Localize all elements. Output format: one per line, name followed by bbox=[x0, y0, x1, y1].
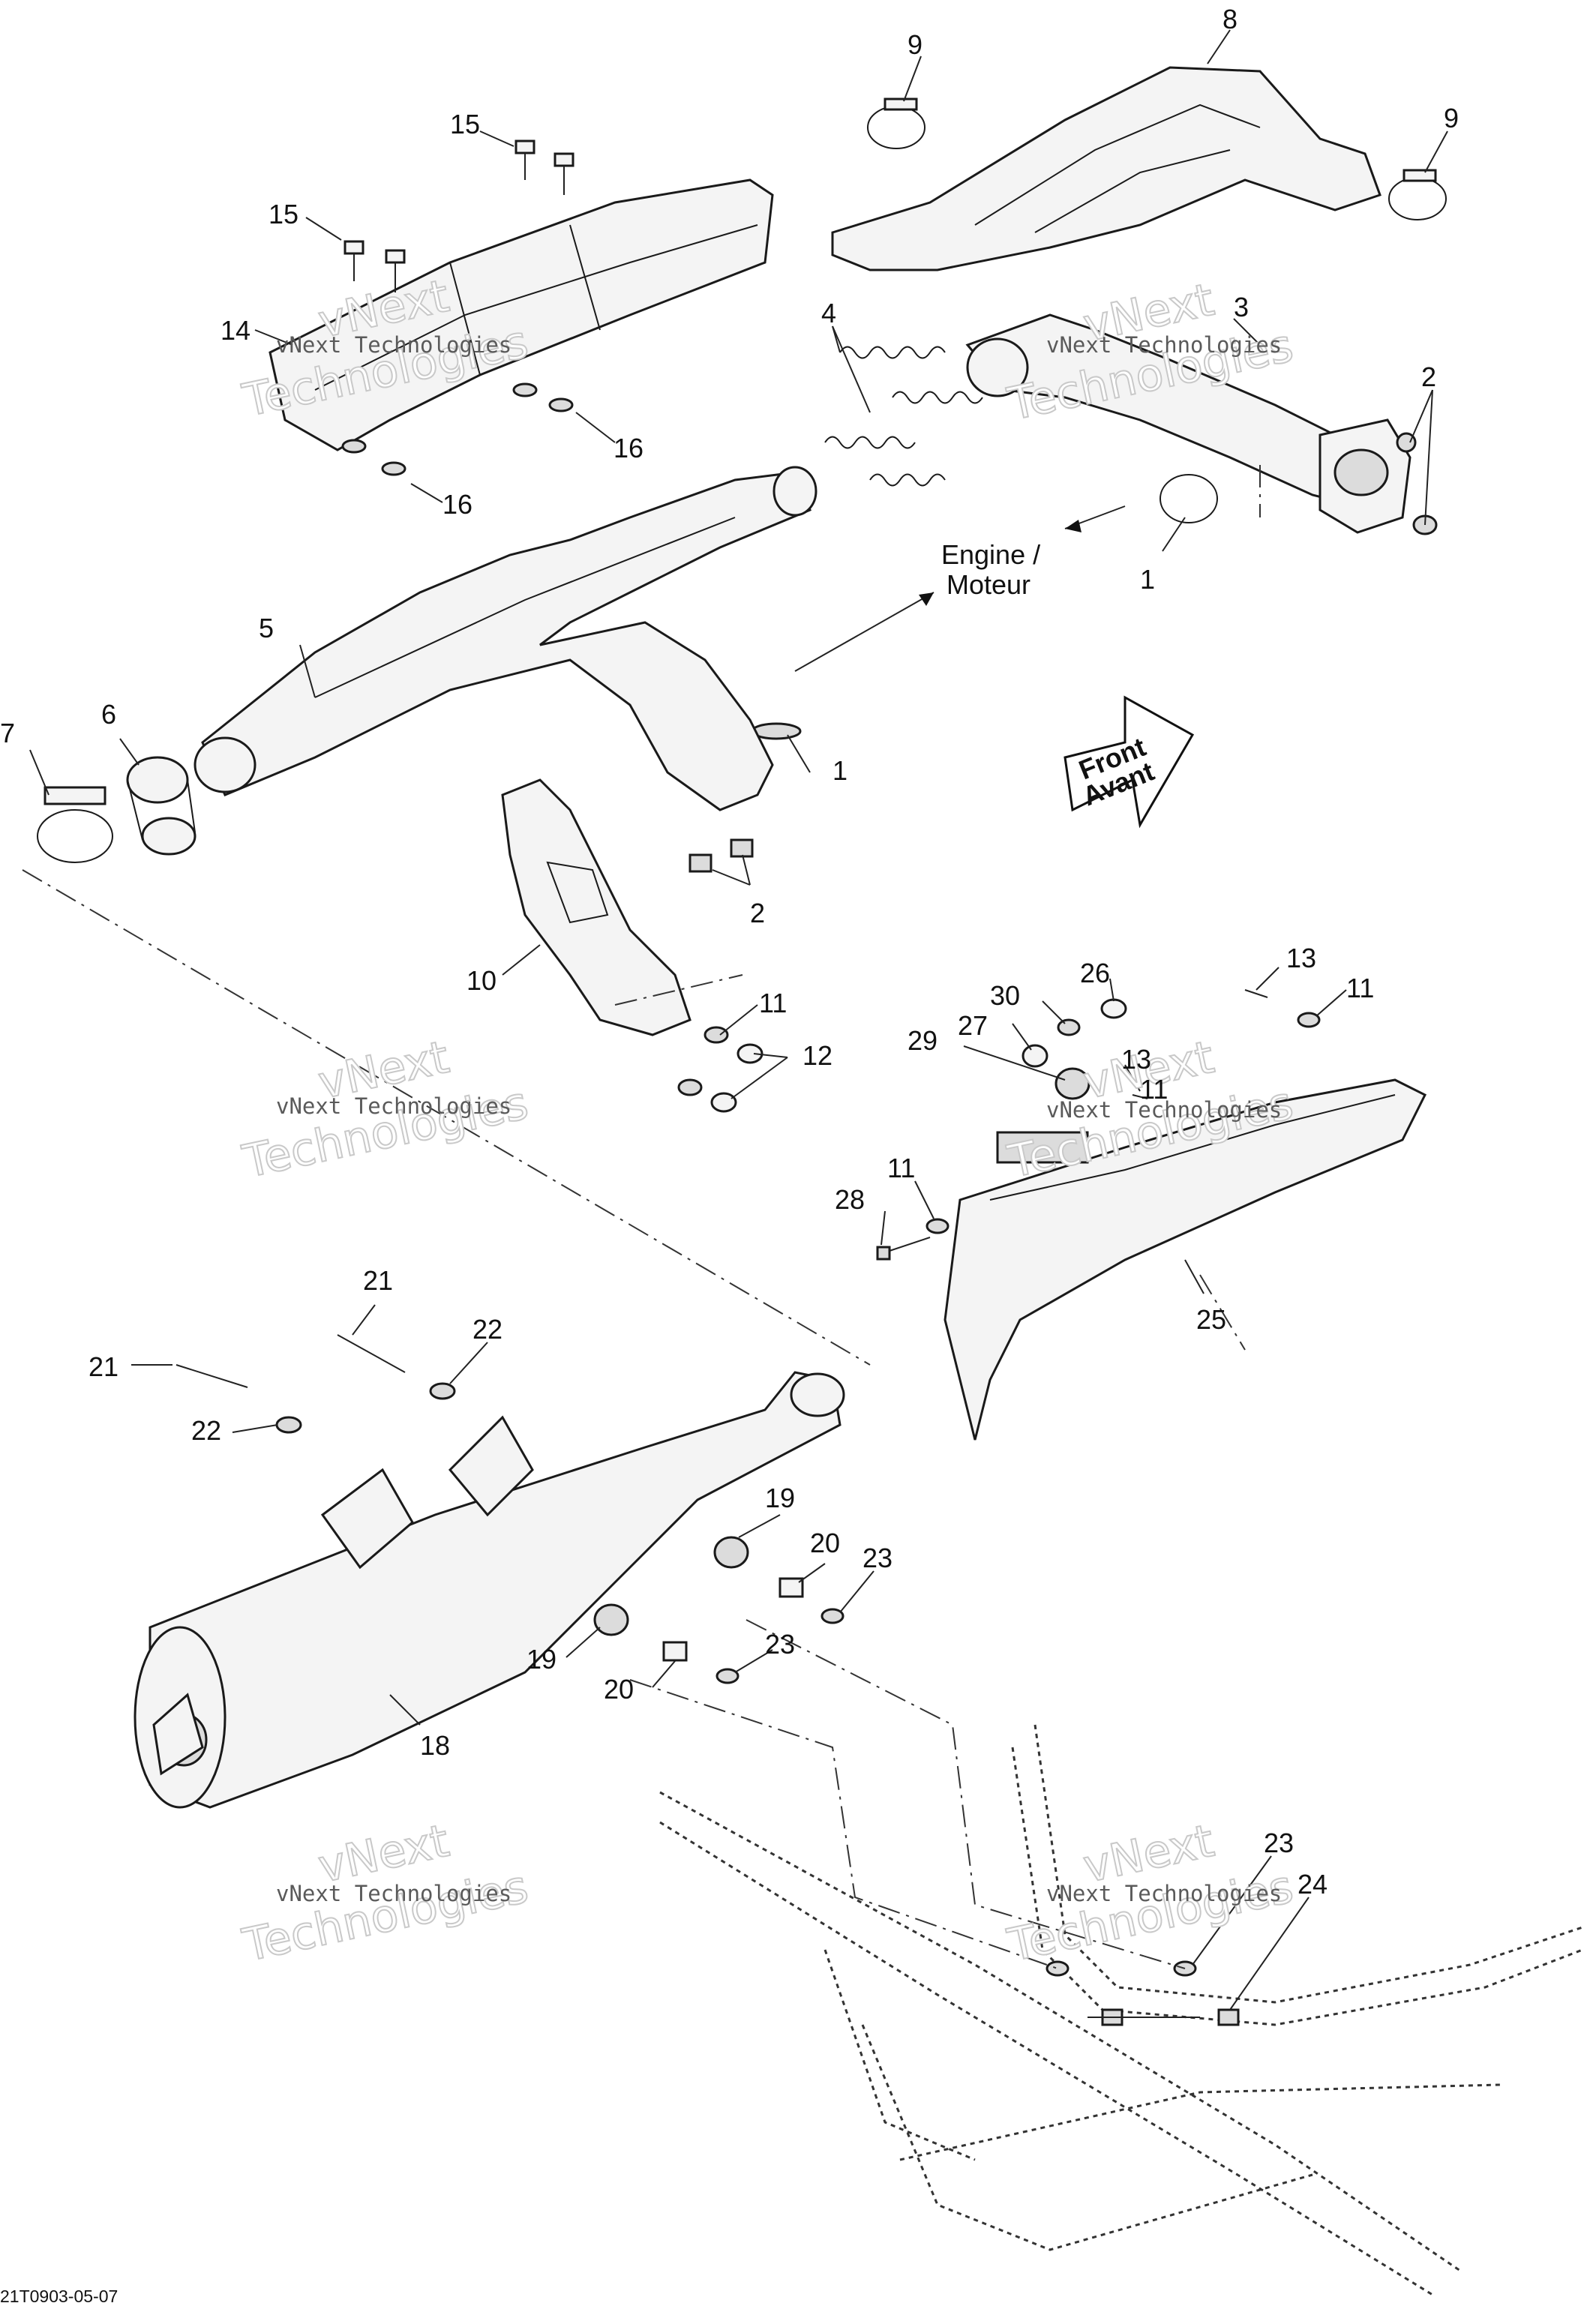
engine-label: Engine / bbox=[941, 539, 1040, 570]
assembly-lines bbox=[22, 465, 1261, 1969]
callout-20: 20 bbox=[810, 1528, 840, 1558]
callout-6: 6 bbox=[101, 699, 116, 730]
svg-text:vNext Technologies: vNext Technologies bbox=[276, 1093, 512, 1119]
engine-arrows bbox=[794, 505, 1126, 672]
callout-15: 15 bbox=[450, 109, 480, 139]
header-pipe-3 bbox=[965, 313, 1438, 535]
callout-2: 2 bbox=[1421, 361, 1436, 392]
callout-11: 11 bbox=[887, 1153, 915, 1183]
callout-14: 14 bbox=[220, 315, 250, 346]
leader-lines bbox=[29, 29, 1448, 2018]
svg-text:vNext Technologies: vNext Technologies bbox=[276, 1881, 512, 1906]
callout-5: 5 bbox=[259, 613, 274, 643]
callout-10: 10 bbox=[466, 965, 496, 996]
svg-text:vNext Technologies: vNext Technologies bbox=[1046, 1097, 1282, 1123]
callout-12: 12 bbox=[802, 1040, 832, 1071]
callout-29: 29 bbox=[908, 1025, 938, 1056]
callout-11: 11 bbox=[1346, 973, 1374, 1003]
y-pipe-5 bbox=[194, 466, 818, 811]
callout-2: 2 bbox=[750, 898, 765, 928]
svg-text:vNext Technologies: vNext Technologies bbox=[276, 332, 512, 358]
washer-16 bbox=[341, 382, 574, 476]
callout-18: 18 bbox=[420, 1730, 450, 1761]
callout-16: 16 bbox=[442, 489, 472, 520]
svg-text:vNext Technologies: vNext Technologies bbox=[1046, 1881, 1282, 1906]
front-arrow: Front Avant bbox=[1064, 695, 1195, 829]
moteur-label: Moteur bbox=[946, 569, 1030, 600]
callout-28: 28 bbox=[835, 1184, 865, 1215]
callout-27: 27 bbox=[958, 1010, 988, 1041]
callout-24: 24 bbox=[1298, 1869, 1328, 1900]
callout-26: 26 bbox=[1080, 958, 1110, 988]
callout-1: 1 bbox=[1140, 564, 1155, 595]
callout-16: 16 bbox=[614, 433, 644, 463]
callout-3: 3 bbox=[1234, 292, 1249, 322]
callout-9: 9 bbox=[908, 29, 922, 60]
heat-shield-upper bbox=[268, 178, 774, 451]
gasket-1 bbox=[751, 474, 1218, 740]
bracket-25 bbox=[944, 1078, 1427, 1441]
spring-4 bbox=[824, 346, 983, 487]
callout-22: 22 bbox=[191, 1415, 221, 1446]
washer-23-nut-24 bbox=[1046, 1960, 1240, 2026]
clamp-7 bbox=[37, 786, 113, 863]
callout-13: 13 bbox=[1286, 943, 1316, 973]
callout-4: 4 bbox=[821, 298, 836, 328]
callout-numbers: 9 8 9 15 15 14 4 3 2 16 16 1 5 6 7 1 2 1… bbox=[0, 4, 1459, 1900]
heat-shield-10 bbox=[501, 778, 692, 1036]
callout-19: 19 bbox=[526, 1644, 556, 1675]
bushing-27-29-30-26 bbox=[1022, 998, 1127, 1100]
callout-8: 8 bbox=[1222, 4, 1238, 34]
inlet-pipe-8 bbox=[831, 66, 1382, 271]
callout-11: 11 bbox=[759, 988, 787, 1018]
vehicle-frame bbox=[659, 1724, 1583, 2296]
bolt-28-13 bbox=[876, 989, 1268, 1261]
callout-7: 7 bbox=[0, 718, 15, 748]
clamp-9 bbox=[867, 97, 1447, 220]
sleeve-6 bbox=[126, 756, 196, 856]
nut-2 bbox=[688, 838, 754, 873]
muffler-18 bbox=[134, 1371, 845, 1809]
callout-13: 13 bbox=[1121, 1044, 1151, 1075]
callout-23: 23 bbox=[862, 1543, 892, 1573]
callout-11: 11 bbox=[1140, 1074, 1168, 1105]
callout-23: 23 bbox=[1264, 1828, 1294, 1858]
callout-21: 21 bbox=[88, 1351, 118, 1382]
callout-22: 22 bbox=[472, 1314, 502, 1345]
callout-15: 15 bbox=[268, 199, 298, 229]
grommet-19-spacer-20-washer-23 bbox=[593, 1536, 844, 1684]
callout-20: 20 bbox=[604, 1674, 634, 1705]
grommet-12 bbox=[710, 1043, 764, 1113]
callout-19: 19 bbox=[765, 1483, 795, 1513]
rivet-15 bbox=[344, 139, 574, 292]
callout-1: 1 bbox=[832, 755, 848, 786]
drawing-code: 21T0903-05-07 bbox=[0, 2287, 118, 2306]
washer-11 bbox=[677, 1012, 1321, 1234]
callout-21: 21 bbox=[363, 1265, 393, 1296]
callout-30: 30 bbox=[990, 980, 1020, 1011]
svg-text:vNext Technologies: vNext Technologies bbox=[1046, 332, 1282, 358]
callout-25: 25 bbox=[1196, 1304, 1226, 1335]
callout-23: 23 bbox=[765, 1629, 795, 1660]
callout-9: 9 bbox=[1444, 103, 1459, 133]
